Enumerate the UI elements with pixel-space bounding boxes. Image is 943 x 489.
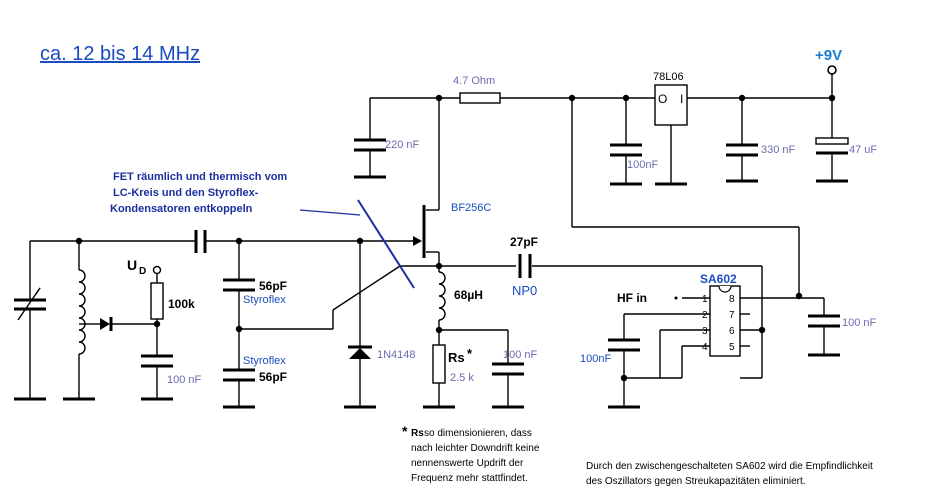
ic-pin-3: 3 [702,326,708,337]
supply-terminal [827,65,837,75]
regulator-pin-o: O [658,92,667,106]
capacitor-100n-regulator [610,98,642,186]
rs-note-bold: Rs [411,428,424,439]
capacitor-56p-bottom [223,329,255,409]
capacitor-330n-label: 330 nF [761,144,796,156]
tank-inductor [63,241,95,401]
inductor-68uh-label: 68µH [454,288,483,302]
ic-sa602 [682,285,799,357]
ic-pin-6: 6 [729,326,735,337]
rs-note-line-1: so dimensionieren, dass [424,428,532,439]
capacitor-47u-label: 47 uF [849,144,877,156]
capacitor-100n-right-label: 100 nF [842,317,877,329]
regulator-label: 78L06 [653,71,684,83]
capacitor-coupling [194,230,207,253]
capacitor-56p-top-label: 56pF [259,279,287,293]
resistor-100k [150,265,164,355]
regulator-pin-i: I [680,92,683,106]
capacitor-27p-np0 [518,254,766,379]
capacitor-47u [815,98,849,183]
ic-pin-8: 8 [729,294,735,305]
ic-pin-7: 7 [729,310,735,321]
capacitor-27p-label: 27pF [510,235,538,249]
capacitor-np0-label: NP0 [512,283,537,298]
diode-1n4148-label: 1N4148 [377,349,416,361]
sa602-note-line-2: des Oszillators gegen Streukapazitäten e… [586,476,806,487]
capacitor-100n-source-label: 100 nF [503,349,538,361]
ud-label: U [127,257,137,273]
diode-1n4148 [344,241,376,409]
rs-note-line-4: Frequenz mehr stattfindet. [411,473,528,484]
ic-pin-5: 5 [729,342,735,353]
capacitor-56p-top [223,241,255,329]
styroflex-top-label: Styroflex [243,294,286,306]
resistor-rs-star: * [467,346,473,361]
fet-label: BF256C [451,202,491,214]
resistor-4r7 [459,92,501,104]
supply-label: +9V [815,47,842,64]
fet-bf256c [360,98,440,266]
ic-pin-4: 4 [702,342,708,353]
ic-input-network [608,313,683,409]
capacitor-100n-regulator-label: 100nF [627,159,658,171]
ud-terminal [152,265,162,275]
ic-pin-2: 2 [702,310,708,321]
regulator-ground [655,125,687,186]
capacitor-220n-label: 220 nF [385,139,420,151]
capacitor-100n-tune [141,354,173,401]
resistor-rs-value: 2.5 k [450,372,474,384]
resistor-rs [423,330,455,409]
resistor-100k-label: 100k [168,297,195,311]
ic-supply-wire [571,98,803,300]
capacitor-100n-tune-label: 100 nF [167,374,202,386]
capacitor-56p-bottom-label: 56pF [259,370,287,384]
rs-note-line-2: nach leichter Downdrift keine [411,443,540,454]
fet-note-line-2: LC-Kreis und den Styroflex- [113,187,259,199]
schematic-title: ca. 12 bis 14 MHz [40,43,200,65]
capacitor-330n [726,98,758,183]
ic-label: SA602 [700,272,737,286]
hf-in-label: HF in [617,291,647,305]
capacitor-220n [354,98,386,179]
supply-rail [370,65,837,102]
styroflex-bottom-label: Styroflex [243,355,286,367]
capacitor-100n-ic-label: 100nF [580,353,611,365]
fet-note-line-3: Kondensatoren entkoppeln [110,203,253,215]
resistor-4r7-label: 4.7 Ohm [453,75,495,87]
capacitor-100n-right [799,297,840,357]
resistor-rs-label: Rs [448,350,465,365]
fet-note-arrow [299,199,415,289]
rs-note-line-3: nennenswerte Updrift der [411,458,524,469]
rs-note-star: * [402,423,408,439]
ud-subscript: D [139,266,146,277]
sa602-note-line-1: Durch den zwischengeschalteten SA602 wir… [586,461,873,472]
fet-note-line-1: FET räumlich und thermisch vom [113,171,287,183]
trimmer-capacitor [14,278,46,401]
capacitor-100n-source [492,330,524,409]
ic-pin-1: 1 [702,294,708,305]
feedback-wire [235,265,439,333]
tank-top-wire [29,237,364,278]
